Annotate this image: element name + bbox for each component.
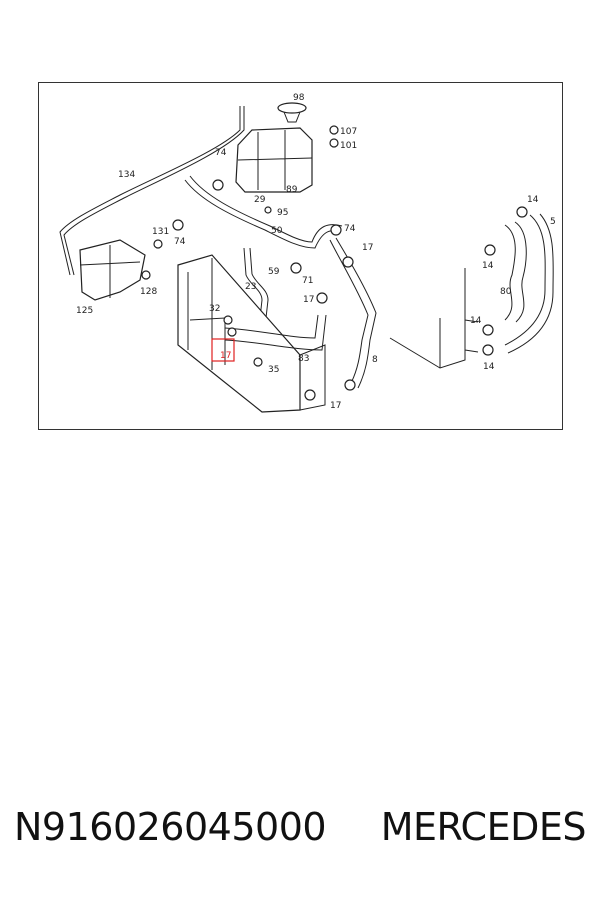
label-8: 8 [372, 355, 378, 365]
label-134: 134 [118, 170, 135, 180]
label-35: 35 [268, 365, 279, 375]
label-17-highlighted: 17 [220, 351, 231, 361]
brand-name: MERCEDES [380, 805, 587, 849]
label-89: 89 [286, 185, 298, 195]
label-95: 95 [277, 208, 288, 218]
label-5: 5 [550, 217, 556, 227]
hose-50 [184, 179, 341, 249]
part-number: N916026045000 [14, 805, 327, 849]
label-74b: 74 [174, 237, 186, 247]
label-17a: 17 [362, 243, 373, 253]
clamps [141, 125, 528, 401]
hose-5 [504, 214, 546, 346]
washer-reservoir [79, 239, 146, 301]
label-83: 83 [298, 354, 309, 364]
label-50: 50 [271, 226, 283, 236]
hose-83 [224, 314, 319, 339]
label-101: 101 [340, 141, 357, 151]
label-131: 131 [152, 227, 169, 237]
label-14b: 14 [482, 261, 494, 271]
label-23: 23 [245, 282, 256, 292]
label-32: 32 [209, 304, 220, 314]
highlighted-part[interactable]: 17 [211, 338, 235, 362]
footer: N916026045000 MERCEDES [0, 805, 600, 865]
label-29: 29 [254, 195, 266, 205]
overflow-line [59, 106, 241, 276]
label-80: 80 [500, 287, 512, 297]
hose-8 [329, 239, 369, 386]
label-74: 74 [215, 148, 227, 158]
label-98: 98 [293, 93, 305, 103]
label-17c: 17 [330, 401, 341, 411]
label-59: 59 [268, 267, 280, 277]
label-71: 71 [302, 276, 313, 286]
label-14d: 14 [483, 362, 495, 372]
hose-23 [243, 247, 263, 319]
label-17b: 17 [303, 295, 314, 305]
label-14a: 14 [527, 195, 539, 205]
label-14c: 14 [470, 316, 482, 326]
engine-outline [389, 268, 479, 369]
label-74c: 74 [344, 224, 356, 234]
label-107: 107 [340, 127, 357, 137]
label-128: 128 [140, 287, 157, 297]
hose-80 [504, 224, 516, 321]
expansion-tank [235, 102, 313, 193]
label-125: 125 [76, 306, 93, 316]
